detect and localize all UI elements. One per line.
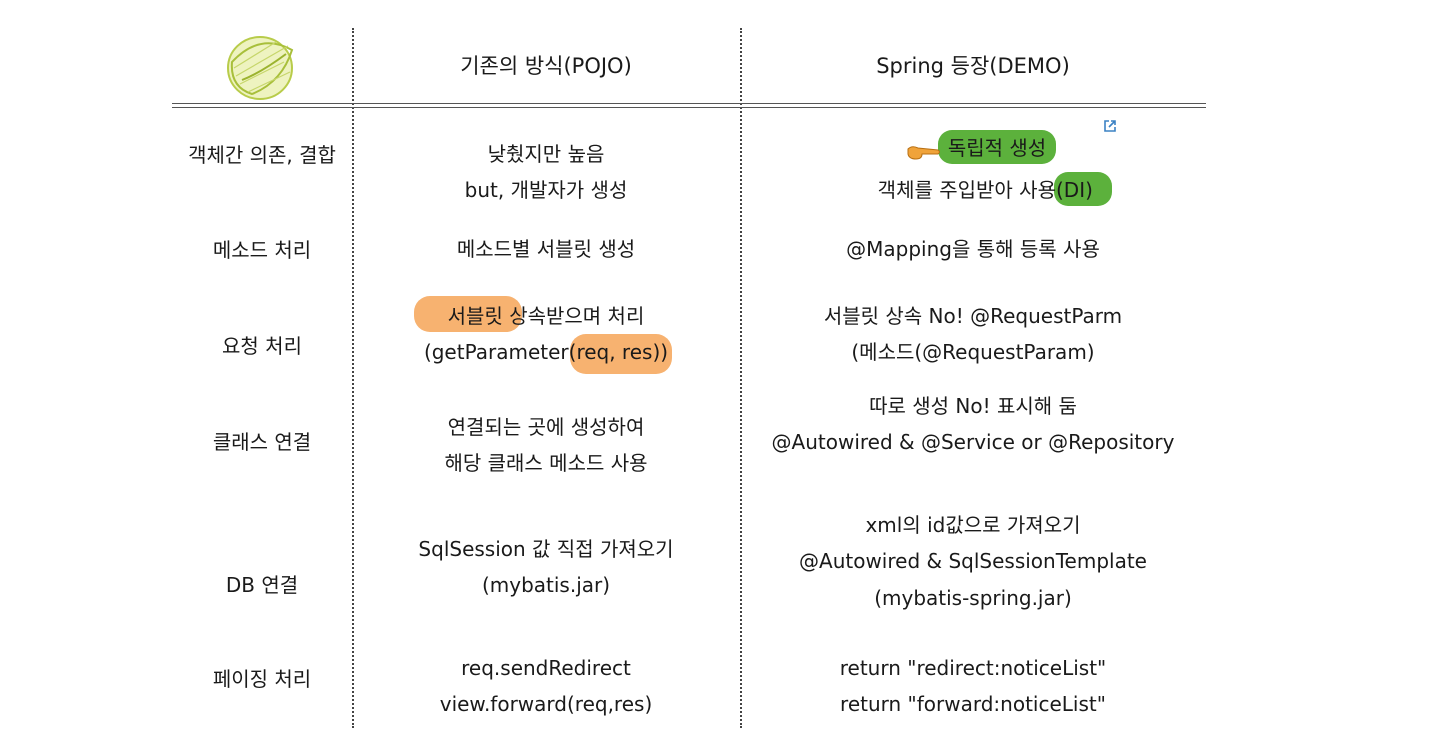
highlight-di <box>1054 172 1112 206</box>
pojo-dependency-line1: 낮췄지만 높음 <box>487 142 605 166</box>
spring-request-line1: 서블릿 상속 No! @RequestParm <box>823 304 1123 328</box>
row-label-dependency: 객체간 의존, 결합 <box>188 143 336 167</box>
spring-request-line2: (메소드(@RequestParam) <box>851 340 1095 364</box>
spring-method-line1: @Mapping을 통해 등록 사용 <box>846 237 1100 261</box>
spring-di-prefix: 객체를 주입받아 사용 <box>877 178 1056 202</box>
spring-db-line3: (mybatis-spring.jar) <box>874 586 1072 610</box>
spring-class-line1: 따로 생성 No! 표시해 둠 <box>869 394 1077 418</box>
spring-class-line2: @Autowired & @Service or @Repository <box>771 430 1175 454</box>
column-divider-1 <box>352 28 354 728</box>
spring-paging-line2: return "forward:noticeList" <box>840 692 1106 716</box>
pojo-dependency-line2: but, 개발자가 생성 <box>464 178 628 202</box>
spring-independent-creation: 독립적 생성 <box>947 136 1047 160</box>
pojo-class-line1: 연결되는 곳에 생성하여 <box>447 415 645 439</box>
pojo-db-line2: (mybatis.jar) <box>481 573 611 597</box>
row-label-method: 메소드 처리 <box>212 238 312 262</box>
external-link-icon[interactable] <box>1103 119 1117 133</box>
pojo-paging-line2: view.forward(req,res) <box>439 692 653 716</box>
header-rule-1 <box>172 103 1206 104</box>
pojo-request-line1: 서블릿 상속받으며 처리 <box>447 304 645 328</box>
row-label-db: DB 연결 <box>225 573 299 597</box>
column-header-pojo: 기존의 방식(POJO) <box>460 54 632 78</box>
pojo-class-line2: 해당 클래스 메소드 사용 <box>444 451 648 475</box>
spring-db-line1: xml의 id값으로 가져오기 <box>865 513 1081 537</box>
row-label-request: 요청 처리 <box>222 334 302 358</box>
highlight-independent-creation <box>938 130 1056 164</box>
highlight-servlet-inherit <box>414 296 522 332</box>
header-rule-2 <box>172 107 1206 108</box>
column-header-spring: Spring 등장(DEMO) <box>876 54 1070 78</box>
spring-di-suffix: (DI) <box>1056 178 1093 202</box>
spring-db-line2: @Autowired & SqlSessionTemplate <box>799 549 1147 573</box>
row-label-paging: 페이징 처리 <box>212 667 312 691</box>
highlight-req-res <box>570 334 672 374</box>
pointing-hand-icon <box>907 146 940 160</box>
pojo-method-line1: 메소드별 서블릿 생성 <box>456 237 636 261</box>
spring-leaf-logo-icon <box>227 36 294 100</box>
pojo-paging-line1: req.sendRedirect <box>461 656 631 680</box>
column-divider-2 <box>740 28 742 728</box>
pojo-db-line1: SqlSession 값 직접 가져오기 <box>418 537 674 561</box>
spring-paging-line1: return "redirect:noticeList" <box>839 656 1107 680</box>
pojo-request-line2: (getParameter(req, res)) <box>423 340 669 364</box>
row-label-class: 클래스 연결 <box>212 430 312 454</box>
